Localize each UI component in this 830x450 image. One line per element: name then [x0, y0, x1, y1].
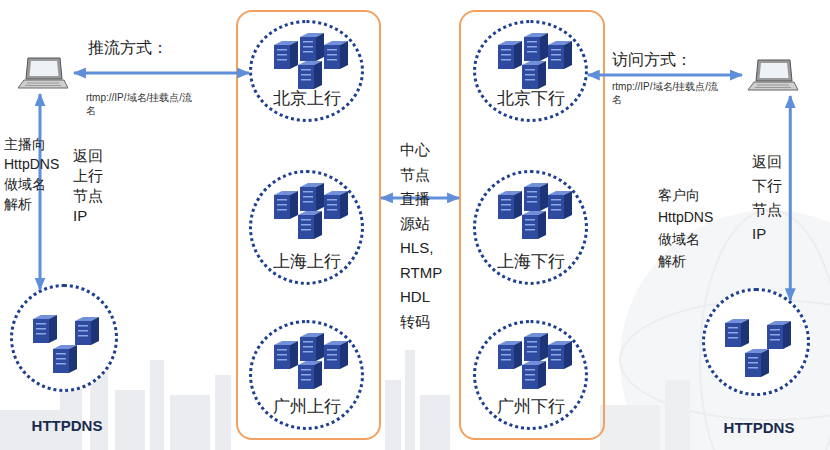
node-label: 北京上行 [252, 87, 361, 110]
server-node-circle: 广州下行 [473, 320, 588, 430]
client-laptop: 推流方式： [18, 56, 68, 90]
node-label: 广州下行 [476, 395, 585, 418]
server-node-circle: 上海下行 [473, 170, 588, 285]
node-group-band: 北京下行上海下行广州下行 [459, 10, 605, 440]
server-icon [498, 41, 522, 69]
node-heading: HTTPDNS [697, 419, 821, 436]
server-icon [767, 321, 791, 349]
server-icon [324, 341, 348, 369]
server-cluster-icon [13, 287, 115, 389]
server-node-circle: 北京上行 [249, 20, 364, 122]
laptop-shape [18, 58, 68, 88]
server-icon [274, 191, 298, 219]
server-node-circle: 广州上行 [249, 320, 364, 430]
server-icon [298, 61, 322, 89]
laptop-shape [748, 60, 798, 90]
annotation-label: 返回 上行 节点 IP [73, 146, 107, 226]
double-arrow-connector [789, 96, 792, 300]
edge-label: 主播向 HttpDNS 做域名 解析 [4, 134, 64, 214]
server-icon [522, 211, 546, 239]
double-arrow-connector [588, 74, 742, 77]
client-laptop: 访问方式： [746, 58, 800, 92]
server-icon [274, 341, 298, 369]
server-icon [548, 41, 572, 69]
httpdns-cluster: HTTPDNS [702, 288, 810, 396]
edge-label: rtmp://IP/域名/挂载点/流名 [86, 91, 198, 117]
server-icon [725, 319, 749, 347]
server-icon [324, 41, 348, 69]
server-icon [745, 349, 769, 377]
laptop-icon [746, 58, 800, 92]
server-icon [298, 211, 322, 239]
node-label: 上海上行 [252, 250, 361, 273]
edge-label: 客户向 HttpDNS 做域名 解析 [658, 184, 724, 272]
server-icon [300, 333, 324, 361]
server-icon [53, 345, 77, 373]
edge-label: 中心 节点 直播 源站 HLS, RTMP HDL 转码 [400, 138, 448, 334]
node-label: 广州上行 [252, 395, 361, 418]
server-icon [498, 191, 522, 219]
server-icon [300, 33, 324, 61]
server-icon [33, 315, 57, 343]
server-icon [75, 317, 99, 345]
server-icon [548, 191, 572, 219]
server-icon [524, 183, 548, 211]
double-arrow-connector [74, 72, 249, 75]
server-node-circle: 北京下行 [473, 20, 588, 122]
node-label: 上海下行 [476, 250, 585, 273]
node-heading: HTTPDNS [5, 417, 129, 434]
server-icon [300, 183, 324, 211]
server-icon [548, 341, 572, 369]
edge-label: rtmp://IP/域名/挂载点/流名 [612, 80, 720, 106]
annotation-label: 返回 下行 节点 IP [752, 150, 786, 246]
server-icon [498, 341, 522, 369]
server-icon [522, 361, 546, 389]
server-icon [522, 61, 546, 89]
node-heading: 推流方式： [88, 38, 198, 59]
globe-art [600, 210, 830, 450]
server-icon [324, 191, 348, 219]
server-icon [524, 333, 548, 361]
server-cluster-icon [705, 291, 807, 393]
laptop-icon [18, 56, 68, 90]
server-icon [298, 361, 322, 389]
server-node-circle: 上海上行 [249, 170, 364, 285]
city-skyline [0, 345, 450, 450]
server-icon [274, 41, 298, 69]
httpdns-cluster: HTTPDNS [10, 284, 118, 392]
node-heading: 访问方式： [612, 50, 722, 71]
server-icon [524, 33, 548, 61]
node-group-band: 北京上行上海上行广州上行 [236, 10, 381, 440]
node-label: 北京下行 [476, 87, 585, 110]
